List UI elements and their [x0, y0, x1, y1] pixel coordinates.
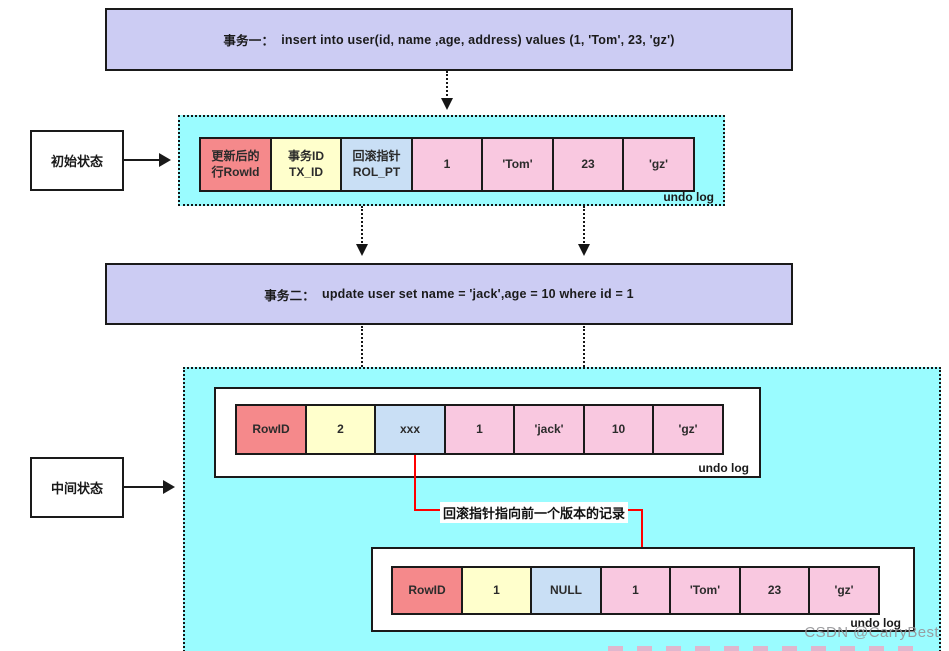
record-cell-rollptr: 回滚指针 ROL_PT [340, 137, 413, 192]
record-cell-id: 1 [443, 404, 516, 455]
transaction2-box: 事务二： update user set name = 'jack',age =… [105, 263, 793, 325]
csdn-watermark: CSDN @CarryBest [804, 624, 939, 641]
record-cell-address: 'gz' [808, 566, 880, 615]
record-cell-rowid: RowID [235, 404, 307, 455]
transaction1-box: 事务一： insert into user(id, name ,age, add… [105, 8, 793, 71]
previous-record-row: RowID 1 NULL 1 'Tom' 23 'gz' [391, 566, 880, 615]
transaction2-label: 事务二： [264, 288, 316, 303]
undo-log-label: undo log [663, 190, 714, 204]
arrow-right-icon [124, 153, 171, 167]
record-cell-id: 1 [410, 137, 484, 192]
record-cell-age: 10 [582, 404, 655, 455]
dotted-arrow-down-icon [355, 206, 368, 256]
dotted-arrow-down-icon [440, 71, 453, 110]
record-cell-name: 'Tom' [481, 137, 554, 192]
record-cell-rowid: 更新后的 行RowId [199, 137, 272, 192]
clipped-content-artifact [608, 646, 918, 651]
record-cell-rollptr: NULL [530, 566, 602, 615]
transaction1-sql: insert into user(id, name ,age, address)… [281, 32, 675, 47]
record-cell-rollptr: xxx [374, 404, 446, 455]
record-cell-rowid: RowID [391, 566, 463, 615]
transaction2-sql: update user set name = 'jack',age = 10 w… [322, 287, 634, 301]
record-cell-id: 1 [599, 566, 672, 615]
rollback-pointer-line [641, 509, 643, 554]
record-cell-name: 'Tom' [669, 566, 741, 615]
record-cell-txid: 事务ID TX_ID [269, 137, 343, 192]
transaction1-label: 事务一： [223, 34, 275, 48]
rollback-pointer-line [414, 455, 416, 511]
record-cell-age: 23 [738, 566, 811, 615]
initial-state-box: 初始状态 [30, 130, 124, 191]
current-record-row: RowID 2 xxx 1 'jack' 10 'gz' [235, 404, 724, 455]
record-cell-name: 'jack' [513, 404, 585, 455]
rollback-note: 回滚指针指向前一个版本的记录 [440, 502, 629, 523]
record-cell-age: 23 [551, 137, 625, 192]
arrow-right-icon [124, 480, 175, 494]
undo-log-label: undo log [698, 461, 749, 475]
dotted-arrow-down-icon [577, 206, 590, 256]
undo-log-label: undo log [850, 616, 901, 630]
record-cell-txid: 2 [304, 404, 377, 455]
record-cell-txid: 1 [460, 566, 533, 615]
record-cell-address: 'gz' [622, 137, 695, 192]
record-cell-address: 'gz' [652, 404, 724, 455]
initial-record-row: 更新后的 行RowId 事务ID TX_ID 回滚指针 ROL_PT 1 'To… [199, 137, 695, 192]
middle-state-box: 中间状态 [30, 457, 124, 518]
